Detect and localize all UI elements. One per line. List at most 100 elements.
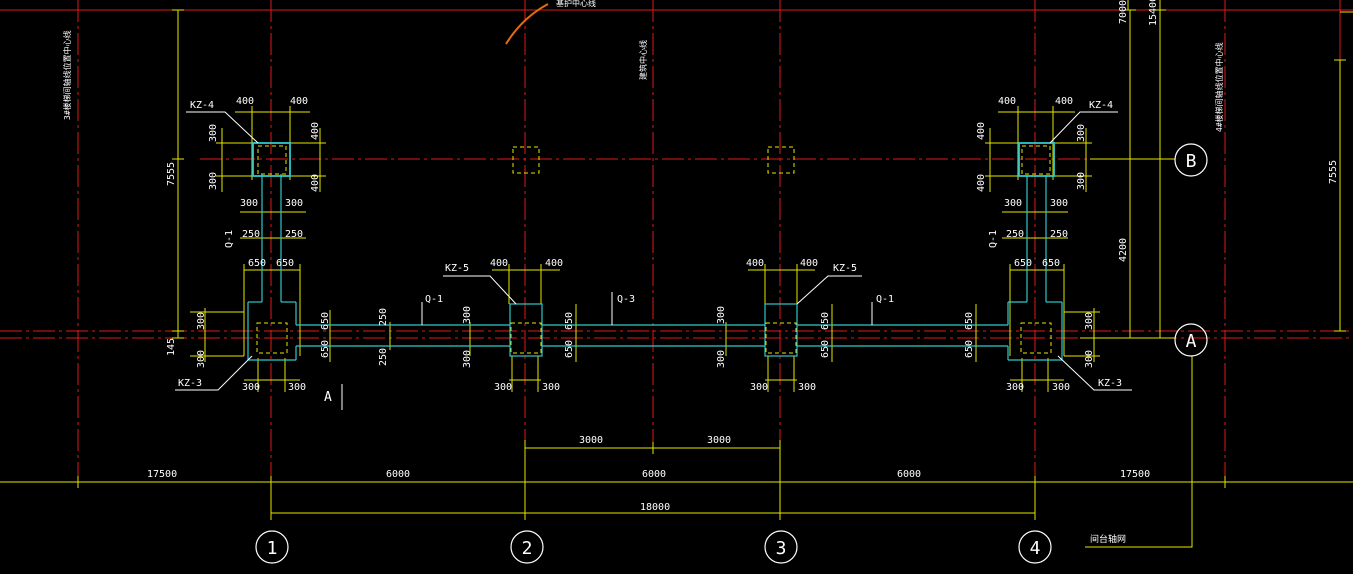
label-kz4-right[interactable]: KZ-4 [1089, 100, 1113, 111]
label-q1-left-vertical[interactable]: Q-1 [224, 230, 235, 248]
note-center-vertical: 建筑中心线 [638, 40, 648, 80]
dim-c5-left-300a: 300 [196, 312, 207, 330]
dim-c3-left-300a: 300 [716, 306, 727, 324]
label-kz3-right[interactable]: KZ-3 [1098, 378, 1122, 389]
dim-18000: 18000 [640, 502, 670, 513]
dim-w1-250b: 250 [285, 229, 303, 240]
dim-17500-right: 17500 [1120, 469, 1150, 480]
axis-bubble-2[interactable]: 2 [510, 530, 544, 564]
dim-c4-left-400b: 400 [976, 174, 987, 192]
label-kz3-left[interactable]: KZ-3 [178, 378, 202, 389]
dim-c3-top-400b: 400 [800, 258, 818, 269]
dim-w4-250b: 250 [1050, 229, 1068, 240]
axis-bubble-circle [1174, 323, 1208, 357]
axis-bubble-1[interactable]: 1 [255, 530, 289, 564]
dim-6000-c: 6000 [897, 469, 921, 480]
annotation-notes: 3#楼梯间轴线位置中心线 4#楼梯间轴线位置中心线 建筑中心线 基护中心线 间台… [62, 0, 1224, 545]
dim-c4-right-300b: 300 [1076, 172, 1087, 190]
dim-c2-top-400a: 400 [490, 258, 508, 269]
dim-c6-bottom-300a: 300 [1006, 382, 1024, 393]
dim-c4-top-400a: 400 [998, 96, 1016, 107]
axis-bubble-b[interactable]: B [1174, 143, 1208, 177]
axis-bubble-a[interactable]: A [1174, 323, 1208, 357]
dim-c1-bottom-300b: 300 [285, 198, 303, 209]
component-labels: KZ-4 KZ-4 KZ-5 KZ-5 KZ-3 KZ-3 Q-1 Q-1 Q-… [178, 100, 1122, 405]
leader-note-bottom-right [1085, 356, 1193, 548]
dimension-lines [0, 0, 1353, 548]
dim-c2-bottom-300a: 300 [494, 382, 512, 393]
dim-c6-right-300b: 300 [1084, 350, 1095, 368]
dim-c6-top-650a: 650 [1014, 258, 1032, 269]
axis-bubble-circle [1018, 530, 1052, 564]
label-q1-mid-right[interactable]: Q-1 [876, 294, 894, 305]
axis-label-4: 4 [1030, 538, 1041, 559]
axis-label-1: 1 [267, 538, 278, 559]
dim-c3-top-400a: 400 [746, 258, 764, 269]
note-left-vertical: 3#楼梯间轴线位置中心线 [62, 30, 72, 120]
axis-label-b: B [1186, 151, 1197, 172]
dim-3000-b: 3000 [707, 435, 731, 446]
dim-c1-left-300b: 300 [208, 172, 219, 190]
dim-7555-right: 7555 [1328, 160, 1339, 184]
dim-c4-bottom-300b: 300 [1050, 198, 1068, 209]
note-top-red: 基护中心线 [556, 0, 596, 8]
dim-7000-right: 7000 [1118, 0, 1129, 24]
dim-wall-250a: 250 [378, 308, 389, 326]
dim-c1-right-400a: 400 [310, 122, 321, 140]
dim-c3-bottom-300b: 300 [798, 382, 816, 393]
axis-bubble-3[interactable]: 3 [764, 530, 798, 564]
axis-label-3: 3 [776, 538, 787, 559]
dim-c1-left-300a: 300 [208, 124, 219, 142]
dim-c5-right-650b: 650 [320, 340, 331, 358]
label-kz4-left[interactable]: KZ-4 [190, 100, 214, 111]
dim-c1-right-400b: 400 [310, 174, 321, 192]
dim-c2-left-300a: 300 [462, 306, 473, 324]
dim-c2-left-300b: 300 [462, 350, 473, 368]
dim-c4-right-300a: 300 [1076, 124, 1087, 142]
column-dimension-lines [190, 106, 1100, 392]
axis-label-2: 2 [522, 538, 533, 559]
dim-c2-bottom-300b: 300 [542, 382, 560, 393]
axis-bubble-circle [764, 530, 798, 564]
note-right-vertical: 4#楼梯间轴线位置中心线 [1214, 42, 1224, 132]
label-leaders [175, 111, 1132, 410]
axis-bubble-circle [510, 530, 544, 564]
dim-4200-right: 4200 [1118, 238, 1129, 262]
axis-bubble-circle [1174, 143, 1208, 177]
dim-7555-left: 7555 [166, 162, 177, 186]
dim-c1-top-400b: 400 [290, 96, 308, 107]
column-dimension-texts: 400 400 400 400 300 300 300 300 250 250 … [196, 96, 1095, 393]
axis-bubble-4[interactable]: 4 [1018, 530, 1052, 564]
dim-c6-left-650b: 650 [964, 340, 975, 358]
dim-c6-right-300a: 300 [1084, 312, 1095, 330]
note-bottom-right: 间台轴网 [1090, 533, 1126, 545]
dim-c4-left-400a: 400 [976, 122, 987, 140]
dim-c3-right-650b: 650 [820, 340, 831, 358]
dim-wall-250b: 250 [378, 348, 389, 366]
dim-3000-a: 3000 [579, 435, 603, 446]
dim-c4-bottom-300a: 300 [1004, 198, 1022, 209]
label-q1-right-vertical[interactable]: Q-1 [988, 230, 999, 248]
dim-c5-right-650a: 650 [320, 312, 331, 330]
dim-c1-top-400a: 400 [236, 96, 254, 107]
label-q1-mid-left[interactable]: Q-1 [425, 294, 443, 305]
dim-c3-left-300b: 300 [716, 350, 727, 368]
dim-c5-top-650a: 650 [248, 258, 266, 269]
label-kz5-right[interactable]: KZ-5 [833, 263, 857, 274]
axis-lines [0, 0, 1353, 520]
label-kz5-left[interactable]: KZ-5 [445, 263, 469, 274]
dim-c2-top-400b: 400 [545, 258, 563, 269]
dim-17500-left: 17500 [147, 469, 177, 480]
dim-c3-right-650a: 650 [820, 312, 831, 330]
label-q3-mid[interactable]: Q-3 [617, 294, 635, 305]
dim-c6-bottom-300b: 300 [1052, 382, 1070, 393]
dim-c6-left-650a: 650 [964, 312, 975, 330]
boundary-curve [505, 3, 549, 45]
major-dimension-texts: 17500 6000 6000 6000 17500 18000 3000 30… [147, 0, 1339, 513]
dim-c6-top-650b: 650 [1042, 258, 1060, 269]
walls-and-columns [247, 142, 1063, 361]
label-section-a[interactable]: A [324, 390, 332, 405]
dim-c3-bottom-300a: 300 [750, 382, 768, 393]
